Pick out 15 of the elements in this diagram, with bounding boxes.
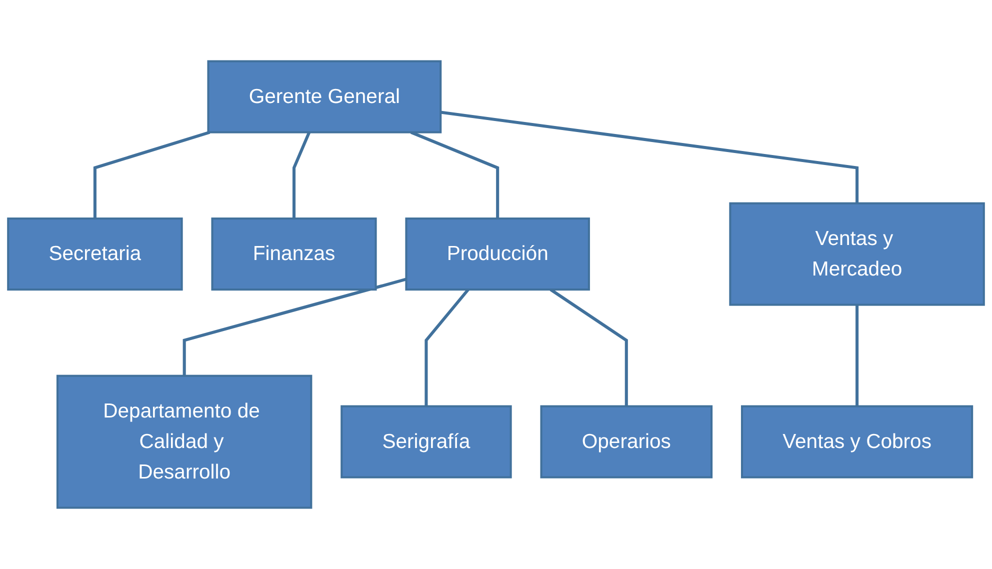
node-box: Departamento de Calidad y Desarrollo (56, 374, 312, 509)
connector (292, 132, 311, 219)
node-box: Ventas y Mercadeo (729, 202, 985, 306)
node-box: Secretaria (7, 218, 183, 291)
connector (440, 110, 859, 204)
node-box: Gerente General (207, 60, 442, 134)
node-box: Ventas y Cobros (740, 405, 974, 478)
connector (424, 288, 470, 406)
connector (856, 304, 859, 406)
node-box: Producción (405, 218, 590, 291)
node-box: Serigrafía (340, 405, 512, 478)
node-box: Operarios (540, 405, 713, 478)
connector (93, 130, 210, 219)
connector (182, 278, 407, 376)
node-box: Finanzas (211, 218, 377, 291)
